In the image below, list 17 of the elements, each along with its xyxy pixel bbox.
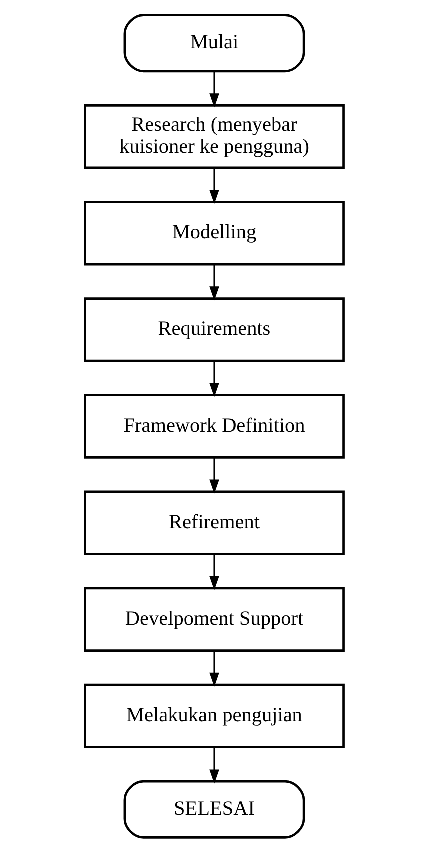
node-box: Framework Definition: [84, 394, 345, 459]
node-box: Refirement: [84, 490, 345, 556]
node-box: Research (menyebar kuisioner ke pengguna): [84, 104, 345, 170]
arrow: [210, 168, 220, 204]
arrow: [210, 362, 220, 398]
node-box: SELESAI: [124, 780, 306, 839]
node-box: Mulai: [124, 14, 306, 73]
arrow: [210, 651, 220, 687]
node-box: Modelling: [84, 201, 345, 266]
arrow: [210, 72, 220, 108]
arrow: [210, 554, 220, 590]
node-box: Melakukan pengujian: [84, 684, 345, 748]
node-box: Requirements: [84, 298, 345, 362]
arrow: [210, 265, 220, 301]
arrow: [210, 748, 220, 784]
arrow: [210, 458, 220, 494]
node-box: Develpoment Support: [84, 587, 345, 652]
